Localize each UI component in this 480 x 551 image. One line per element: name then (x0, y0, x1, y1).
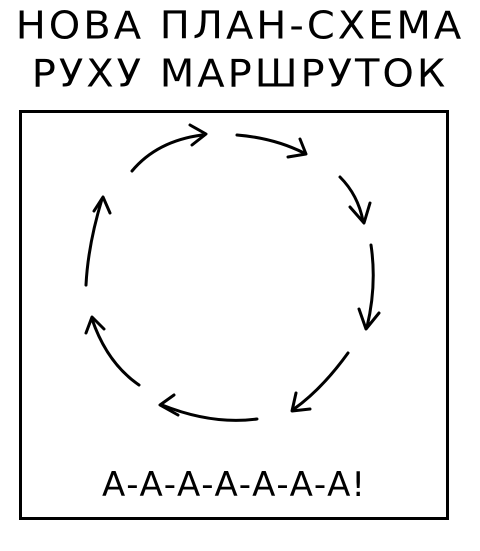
cycle-arrow-1 (130, 123, 208, 173)
cycle-arrow-7 (84, 315, 141, 387)
title-line-1: НОВА ПЛАН-СХЕМА (15, 4, 465, 48)
cycle-arrow-5 (290, 351, 350, 413)
cycle-arrow-2 (235, 133, 308, 159)
cycle-arrow-8 (84, 195, 112, 287)
shout-text: А-А-А-А-А-А-А! (101, 465, 367, 505)
cycle-arrow-6 (158, 393, 259, 422)
cycle-diagram (84, 123, 381, 422)
cycle-arrow-4 (357, 243, 381, 331)
title-line-2: РУХУ МАРШРУТОК (31, 52, 449, 96)
cycle-arrow-3 (338, 175, 372, 225)
diagram-frame: А-А-А-А-А-А-А! (19, 110, 449, 520)
